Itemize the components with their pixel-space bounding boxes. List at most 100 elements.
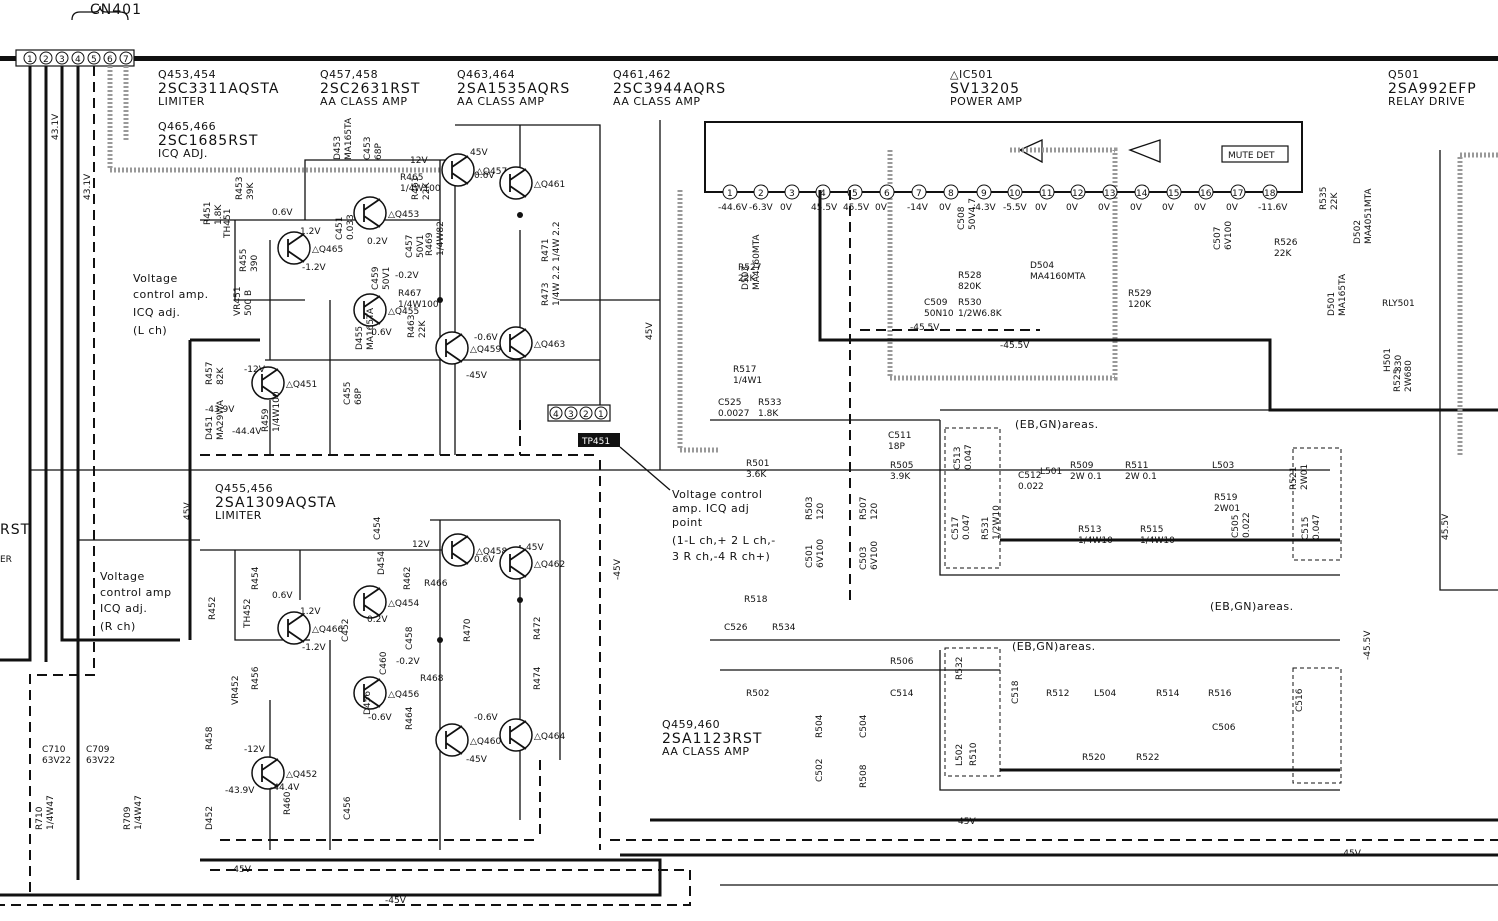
ic-pin-number: 18	[1264, 189, 1276, 199]
svg-text:(1-L ch,+ 2 L ch,-: (1-L ch,+ 2 L ch,-	[672, 534, 776, 547]
component-name: R502	[746, 689, 769, 699]
component-value: 390	[250, 255, 260, 272]
node-voltage: -43.9V	[225, 786, 255, 796]
svg-text:RELAY DRIVE: RELAY DRIVE	[1388, 95, 1465, 108]
component-name: R513	[1078, 525, 1101, 535]
ic-pin-voltage: 0V	[1194, 203, 1207, 213]
component-value: 3.6K	[746, 470, 767, 480]
component-name: C452	[341, 619, 351, 642]
transistor-label: △Q466	[312, 625, 343, 635]
component-value: 1/4W82	[436, 221, 446, 256]
component-r470: R470	[463, 618, 473, 642]
component-name: R505	[890, 461, 913, 471]
rail-45v-left: 45V	[183, 502, 193, 520]
component-r460: R460	[283, 791, 293, 815]
node-voltage: -1.2V	[302, 263, 327, 273]
rail-m45v-base: -45V	[385, 896, 407, 906]
svg-text:Q453,454: Q453,454	[158, 68, 216, 81]
component-name: C515	[1301, 517, 1311, 540]
transistor-symbols: △Q451△Q452△Q453△Q454△Q455△Q456△Q457△Q458…	[251, 153, 565, 790]
ic-pin-number: 8	[948, 189, 954, 199]
rail-m45v-left: -45V	[230, 865, 252, 875]
component-name: R511	[1125, 461, 1148, 471]
ic-pin-voltage: 0V	[1130, 203, 1143, 213]
connector-pin-number: 3	[59, 55, 65, 65]
component-name: R470	[463, 618, 473, 642]
component-name: D456	[363, 691, 373, 715]
component-name: R516	[1208, 689, 1232, 699]
ic-pin	[1039, 184, 1055, 200]
component-name: R462	[403, 567, 413, 590]
component-c526: C526	[724, 623, 748, 633]
component-name: RLY501	[1382, 299, 1415, 309]
component-name: R469	[425, 232, 435, 256]
heading-q455: Q455,456 2SA1309AQSTA LIMITER	[215, 482, 336, 522]
rail-43v-a: 43.1V	[51, 113, 61, 140]
component-l501: L501	[1040, 467, 1062, 477]
component-name: D454	[377, 551, 387, 575]
component-name: H501	[1383, 348, 1393, 372]
svg-text:3 R ch,-4 R ch+): 3 R ch,-4 R ch+)	[672, 550, 770, 563]
heading-q453: Q453,454 2SC3311AQSTA LIMITER	[158, 68, 278, 108]
note-tp: Voltage control amp. ICQ adj point (1-L …	[672, 488, 776, 563]
node-voltage: -12V	[244, 365, 266, 375]
component-value: 1/4W1	[733, 376, 762, 386]
component-name: C453	[363, 137, 373, 160]
component-name: R455	[239, 249, 249, 272]
heading-q465: Q465,466 2SC1685RST ICQ ADJ.	[158, 120, 257, 160]
ic-pin	[753, 184, 769, 200]
transistor-label: △Q460	[470, 737, 501, 747]
component-name: D453	[333, 136, 343, 160]
component-value: 2W 0.1	[1125, 472, 1157, 482]
component-r512: R512	[1046, 689, 1069, 699]
component-name: VR452	[231, 675, 241, 705]
svg-text:LIMITER: LIMITER	[215, 509, 262, 522]
node-voltage: 1.2V	[300, 227, 321, 237]
component-name: R526	[1274, 238, 1298, 248]
svg-text:control amp.: control amp.	[133, 288, 209, 301]
component-value: 0.0027	[718, 409, 750, 419]
note-areas-1: (EB,GN)areas.	[1015, 418, 1099, 431]
component-d456: D456	[363, 691, 373, 715]
ic-pin-voltage: 0V	[939, 203, 952, 213]
component-value: 1.8K	[214, 204, 224, 225]
svg-text:Q455,456: Q455,456	[215, 482, 273, 495]
component-l502: L502	[955, 744, 965, 766]
component-name: C518	[1011, 680, 1021, 704]
node-voltage: 0.6V	[272, 208, 293, 218]
transistor-label: △Q451	[286, 380, 317, 390]
component-name: R456	[251, 666, 261, 690]
component-name: C459	[371, 266, 381, 290]
component-name: C525	[718, 398, 741, 408]
rail-m45v-mid: -45V	[613, 558, 623, 580]
component-c502: C502	[815, 759, 825, 782]
component-value: 1/4W 2.2	[552, 265, 562, 306]
top-bus	[0, 56, 1498, 61]
component-value: 6V100	[1224, 221, 1234, 250]
component-value: 1/4W 2.2	[552, 221, 562, 262]
transistor-q457: △Q457	[441, 153, 507, 187]
transistor-label: △Q455	[388, 307, 419, 317]
component-name: TH452	[243, 599, 253, 629]
heading-q463: Q463,464 2SA1535AQRS AA CLASS AMP	[457, 68, 569, 108]
transistor-label: △Q454	[388, 599, 419, 609]
component-r518: R518	[744, 595, 768, 605]
component-r474: R474	[533, 666, 543, 690]
svg-text:(R ch): (R ch)	[100, 620, 136, 633]
component-c514: C514	[890, 689, 914, 699]
component-value: 1/2W10	[992, 505, 1002, 540]
component-name: D455	[355, 326, 365, 350]
svg-text:Voltage: Voltage	[100, 570, 145, 583]
